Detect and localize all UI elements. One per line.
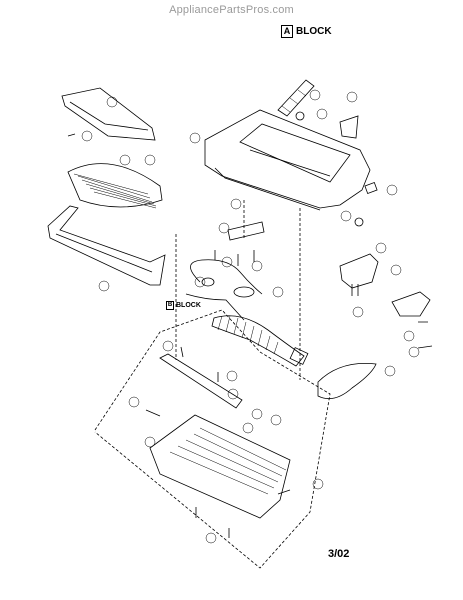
revision-date: 3/02	[328, 548, 350, 560]
block-b-text: BLOCK	[176, 302, 201, 309]
block-a-text: BLOCK	[296, 26, 332, 37]
block-b-letter: B	[166, 301, 174, 310]
watermark: AppliancePartsPros.com	[169, 4, 294, 16]
grille-part	[67, 163, 163, 208]
screws-group	[67, 133, 433, 538]
handle-cover-part	[61, 87, 156, 141]
wheel-assembly-part	[391, 291, 431, 317]
belt-part	[317, 363, 377, 400]
block-a-letter: A	[281, 25, 293, 38]
cord-part	[190, 259, 263, 295]
block-b-label: B BLOCK	[166, 301, 201, 310]
bumper-part	[47, 205, 166, 286]
bracket-part	[227, 221, 265, 241]
main-housing-part	[204, 109, 371, 209]
handle-neck-part	[277, 79, 315, 117]
brush-roll-part	[211, 315, 305, 367]
pedal-part	[339, 115, 359, 139]
latch-assembly-part	[339, 253, 379, 289]
bottom-plate-part	[149, 414, 291, 519]
guard-strip-part	[159, 353, 243, 409]
base-dashed-outline	[94, 309, 331, 569]
block-a-label: A BLOCK	[281, 25, 332, 38]
